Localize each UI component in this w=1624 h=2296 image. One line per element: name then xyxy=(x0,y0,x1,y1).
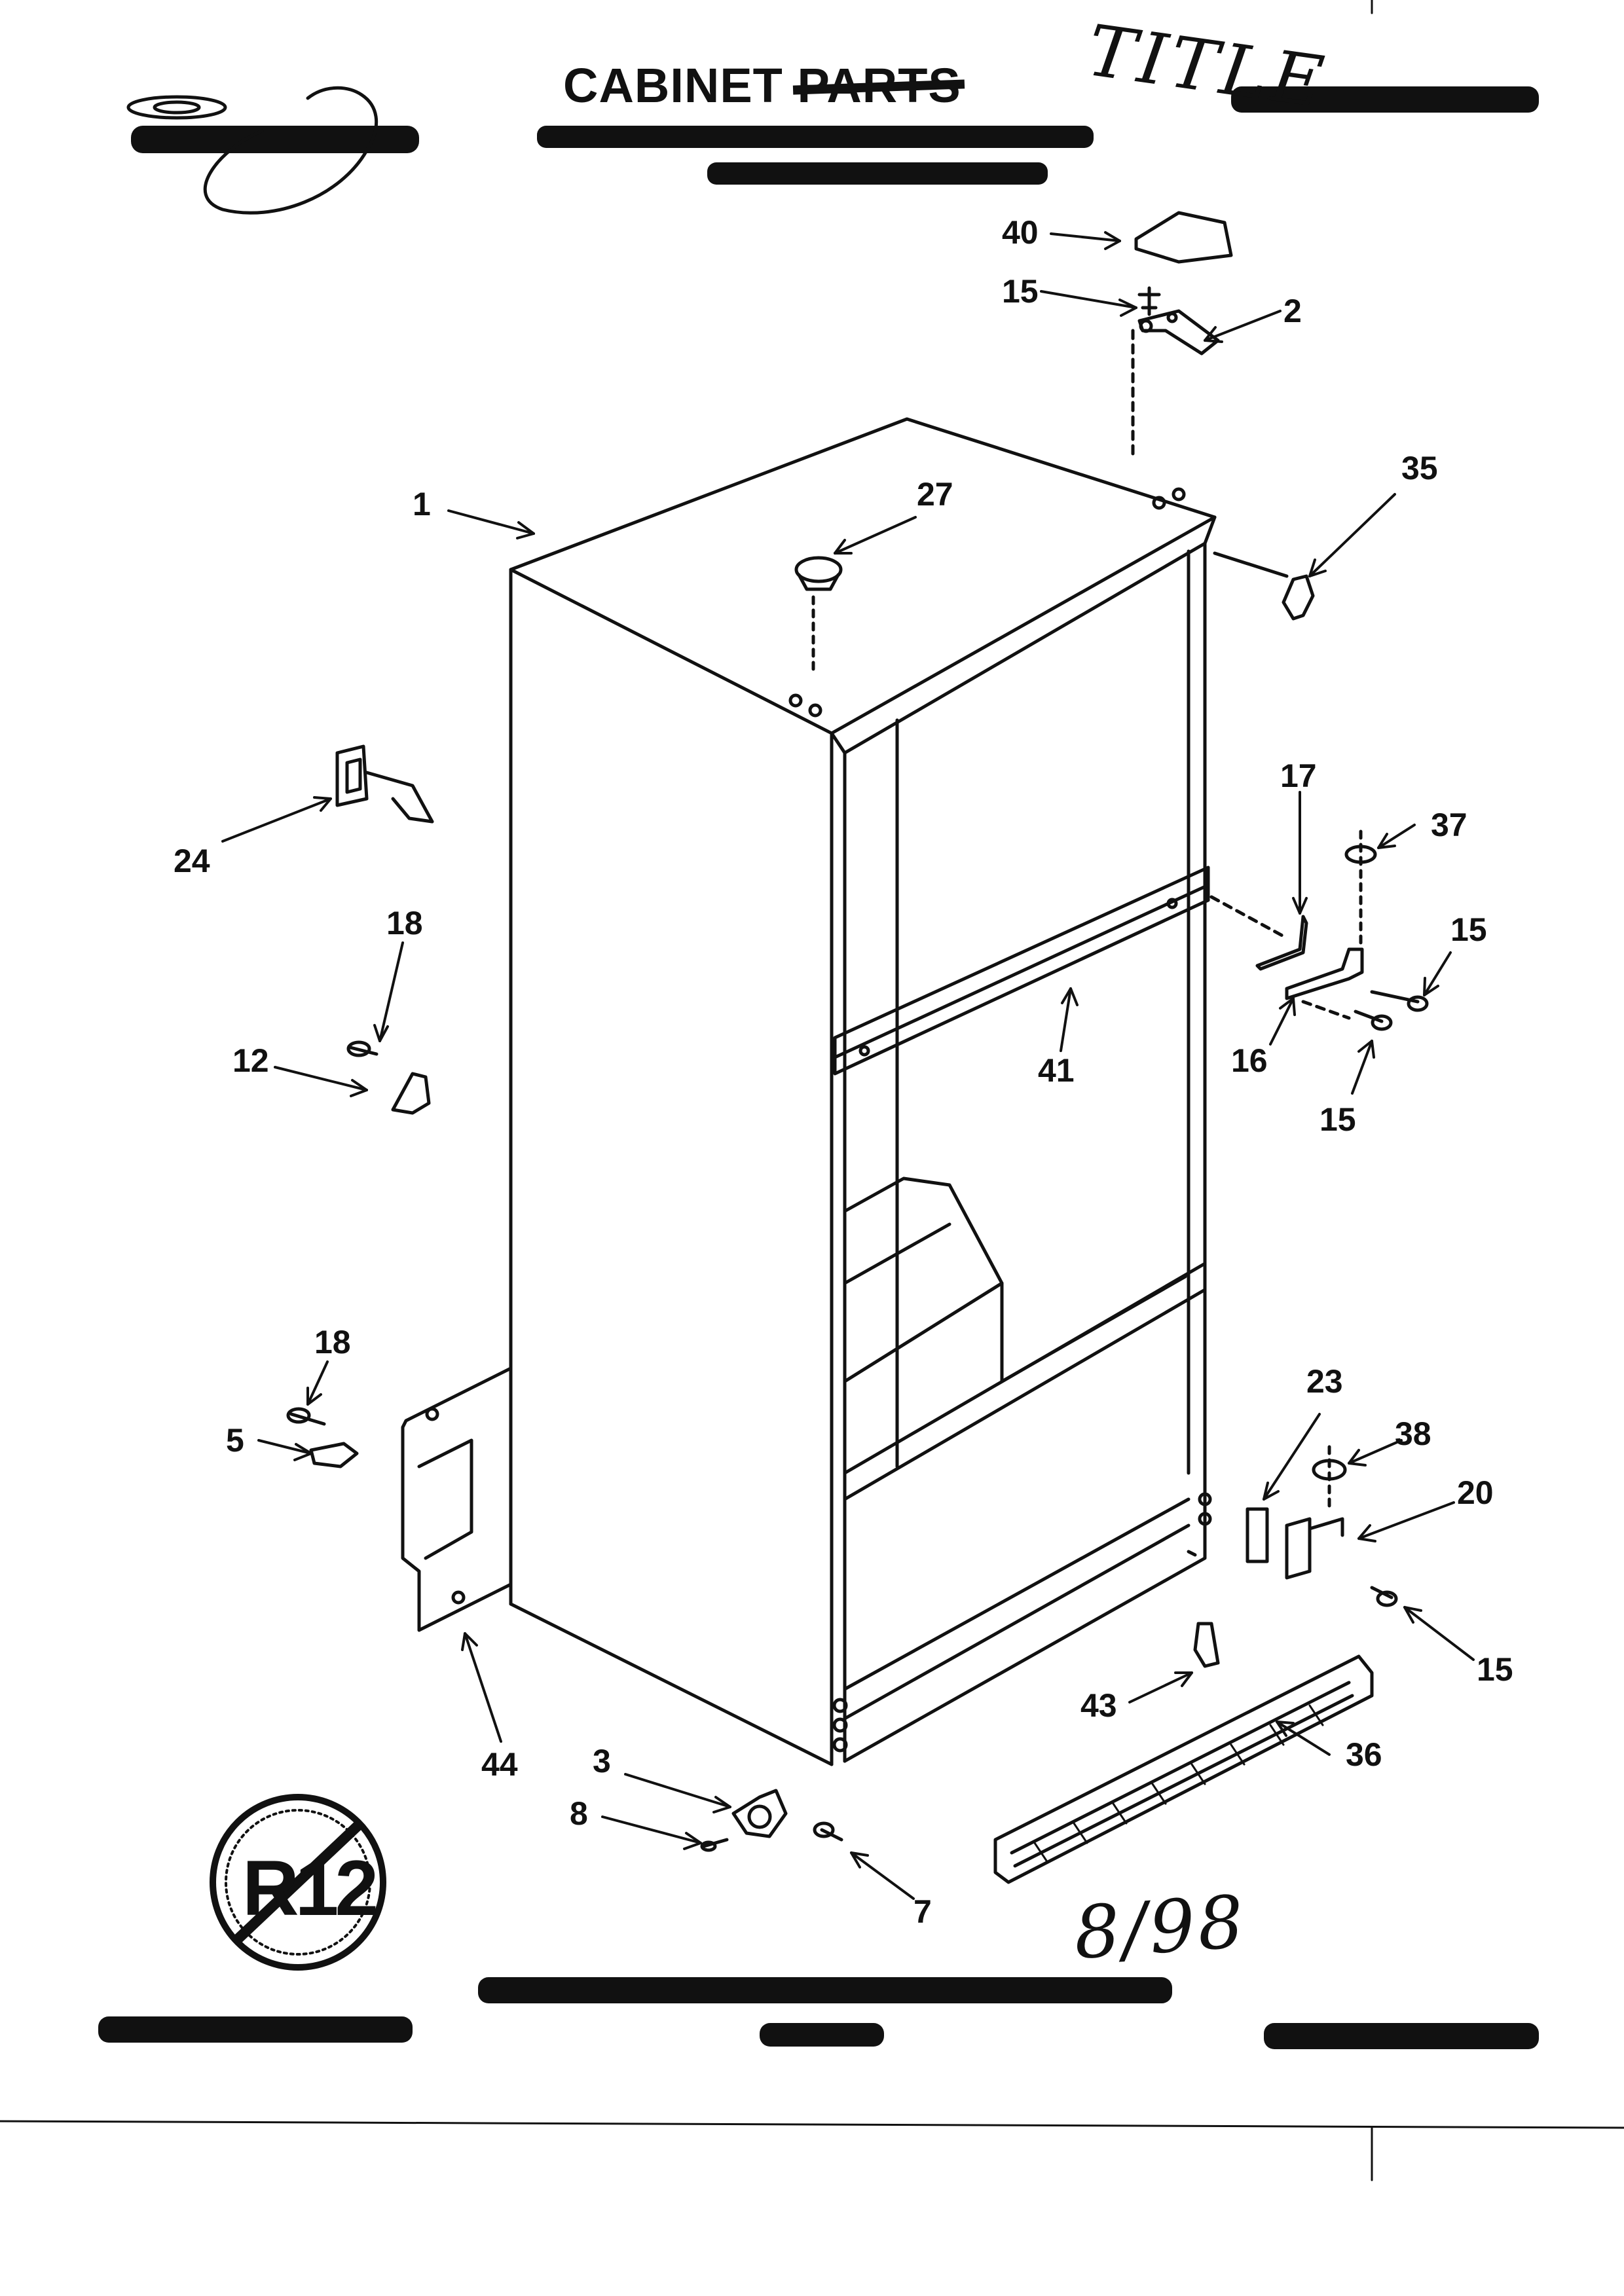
callout-16: 16 xyxy=(1231,1042,1268,1079)
top-hinge-2 xyxy=(1131,286,1220,460)
page-title: CABINET PARTS xyxy=(563,58,961,113)
callout-15-right-lower: 15 xyxy=(1320,1101,1356,1138)
callout-15-top: 15 xyxy=(1002,273,1039,310)
callout-18-lower: 18 xyxy=(314,1324,351,1360)
clip-5 xyxy=(286,1407,359,1468)
callout-15-bottom: 15 xyxy=(1477,1651,1513,1688)
callout-36: 36 xyxy=(1346,1736,1382,1773)
callout-37: 37 xyxy=(1431,807,1467,843)
title-word: CABINET xyxy=(563,58,783,113)
callout-1: 1 xyxy=(413,486,431,522)
hinge-center-assembly xyxy=(1209,829,1429,1031)
redaction-bars xyxy=(98,86,1539,2049)
no-r12-icon xyxy=(210,1794,386,1971)
bottom-hinge-assembly xyxy=(1246,1445,1398,1607)
callout-8: 8 xyxy=(570,1795,588,1832)
callout-41: 41 xyxy=(1038,1052,1075,1089)
top-cap-40 xyxy=(1134,211,1233,264)
callout-12: 12 xyxy=(232,1042,269,1079)
title-struck-word: PARTS xyxy=(797,58,961,113)
callout-24: 24 xyxy=(174,843,210,879)
clip-43 xyxy=(1193,1622,1220,1668)
callout-5: 5 xyxy=(226,1422,244,1459)
callout-23: 23 xyxy=(1306,1363,1343,1400)
bracket-35 xyxy=(1213,551,1315,621)
side-panel-44 xyxy=(401,1366,513,1632)
callout-17: 17 xyxy=(1280,757,1317,794)
cabinet-body xyxy=(509,417,1217,1766)
crop-marks xyxy=(0,0,1624,2181)
callout-27: 27 xyxy=(917,476,953,513)
callout-38: 38 xyxy=(1395,1415,1431,1452)
callout-43: 43 xyxy=(1080,1687,1117,1724)
callout-3: 3 xyxy=(593,1743,611,1779)
callout-2: 2 xyxy=(1283,293,1302,329)
brand-logo xyxy=(126,86,378,215)
no-r12-text: R12 xyxy=(242,1844,378,1932)
callout-7: 7 xyxy=(913,1893,932,1930)
divider-rail-41 xyxy=(833,866,1210,1076)
bracket-12 xyxy=(346,1040,431,1115)
leader-lines xyxy=(221,231,1475,1900)
callout-40: 40 xyxy=(1002,214,1039,251)
roller-assembly-3 xyxy=(700,1789,843,1852)
plug-27 xyxy=(794,556,843,676)
toe-grille-36 xyxy=(993,1654,1374,1884)
callout-18-upper: 18 xyxy=(386,905,423,941)
handwritten-date: 8/98 xyxy=(1071,1879,1249,1976)
callout-35: 35 xyxy=(1401,450,1438,486)
callout-15-right-upper: 15 xyxy=(1450,911,1487,948)
callout-44: 44 xyxy=(481,1746,518,1783)
shelf-pin-24 xyxy=(335,744,434,824)
callout-20: 20 xyxy=(1457,1474,1494,1511)
